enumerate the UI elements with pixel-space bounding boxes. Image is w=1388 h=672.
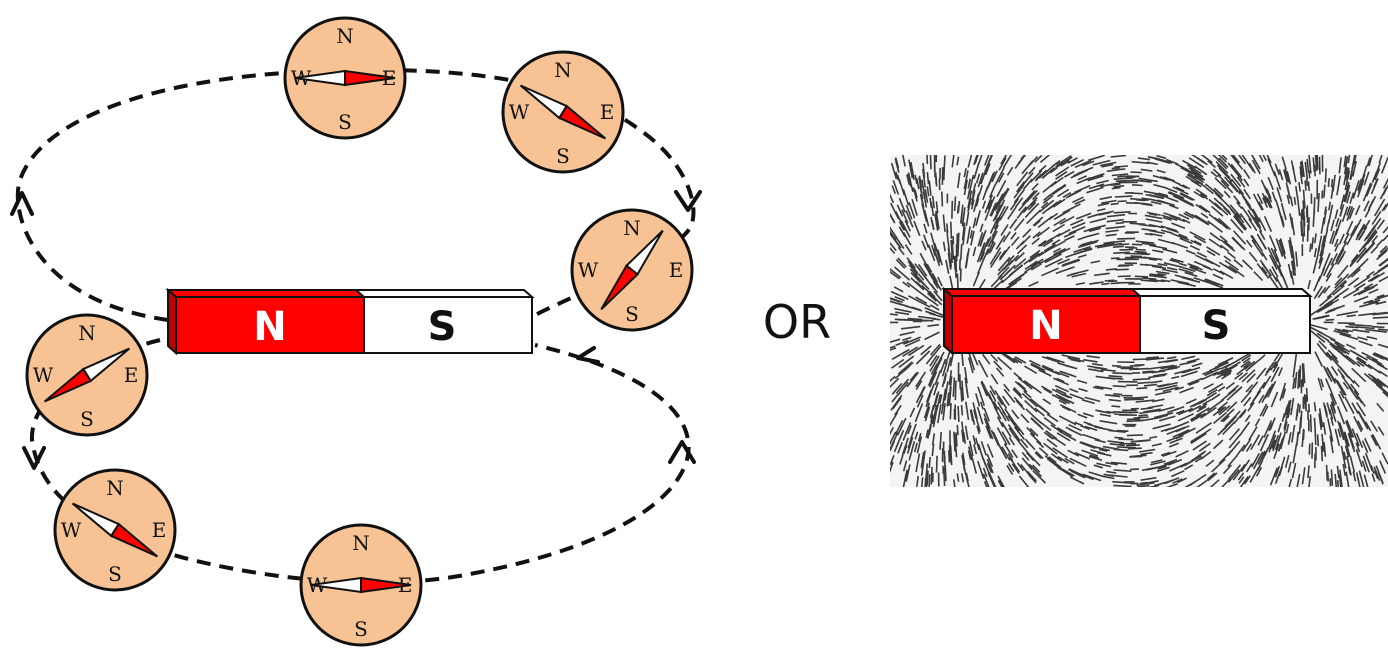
- needle-north-tip: [43, 367, 93, 403]
- compass-letter-east: E: [124, 363, 139, 387]
- compass: N S E W: [570, 208, 694, 332]
- compass-letter-south: S: [80, 407, 94, 431]
- compass-needle: [71, 502, 159, 558]
- magnet-north-label: N: [1029, 303, 1062, 349]
- compass-letter-north: N: [78, 321, 96, 345]
- compass-letter-west: W: [509, 100, 530, 124]
- arrow-up-right: [668, 440, 696, 464]
- compass-letter-east: E: [600, 100, 615, 124]
- field-arrows: [10, 190, 702, 470]
- magnet-top-face-north: [165, 289, 367, 298]
- compass-letter-north: N: [352, 531, 370, 555]
- bar-magnet-left: N S: [165, 287, 535, 356]
- compasses: NSEWNSEWNSEWNSEWNSEWNSEW: [25, 16, 694, 647]
- magnet-south-pole: [363, 296, 533, 354]
- compass-letter-west: W: [578, 258, 599, 282]
- compass-needle: [600, 229, 664, 311]
- arrow-down-left: [22, 446, 46, 470]
- magnet-south-pole: [1139, 295, 1311, 354]
- arrow-down-upper-right: [674, 190, 702, 212]
- compass: N S E W: [53, 468, 177, 592]
- bar-magnet-right: N S: [941, 286, 1313, 356]
- needle-north-tip: [557, 104, 607, 140]
- magnet-top-face-south: [353, 289, 535, 298]
- magnet-top-face-south: [1129, 288, 1313, 297]
- compass-letter-west: W: [61, 518, 82, 542]
- compass-letter-north: N: [336, 24, 354, 48]
- iron-filings: [890, 155, 1388, 487]
- arrow-left-lower: [576, 346, 600, 364]
- compass-needle: [519, 84, 607, 140]
- arrow-up-left: [10, 191, 34, 216]
- compass-letter-south: S: [354, 617, 368, 641]
- field-line-lower: [29, 338, 691, 585]
- compass-needle: [43, 347, 131, 403]
- compass-letter-east: E: [669, 258, 684, 282]
- needle-north-tip: [600, 264, 640, 311]
- or-label: OR: [763, 295, 831, 349]
- magnet-south-label: S: [1202, 303, 1231, 349]
- compass-letter-south: S: [556, 144, 570, 168]
- compass-letter-south: S: [108, 562, 122, 586]
- compass: N S E W: [501, 50, 625, 174]
- compass-letter-north: N: [623, 216, 641, 240]
- compass: N S E W: [25, 313, 149, 437]
- compass-letter-north: N: [554, 58, 572, 82]
- compass-letter-south: S: [338, 110, 352, 134]
- magnet-side-face: [167, 287, 177, 356]
- magnet-side-face: [943, 286, 953, 356]
- compass-needle: [310, 576, 412, 594]
- needle-north-tip: [109, 522, 159, 558]
- compass-needle: [294, 69, 396, 87]
- magnet-top-face-north: [941, 288, 1143, 297]
- magnet-north-pole: [951, 295, 1141, 354]
- compass-letter-east: E: [152, 518, 167, 542]
- compass-letter-west: W: [33, 363, 54, 387]
- magnet-north-label: N: [253, 304, 286, 350]
- needle-north-tip: [344, 69, 396, 87]
- magnet-south-label: S: [428, 304, 457, 350]
- compass-letter-south: S: [625, 302, 639, 326]
- needle-north-tip: [360, 576, 412, 594]
- compass-letter-north: N: [106, 476, 124, 500]
- filings-strokes: [890, 155, 1388, 487]
- magnet-north-pole: [175, 296, 365, 354]
